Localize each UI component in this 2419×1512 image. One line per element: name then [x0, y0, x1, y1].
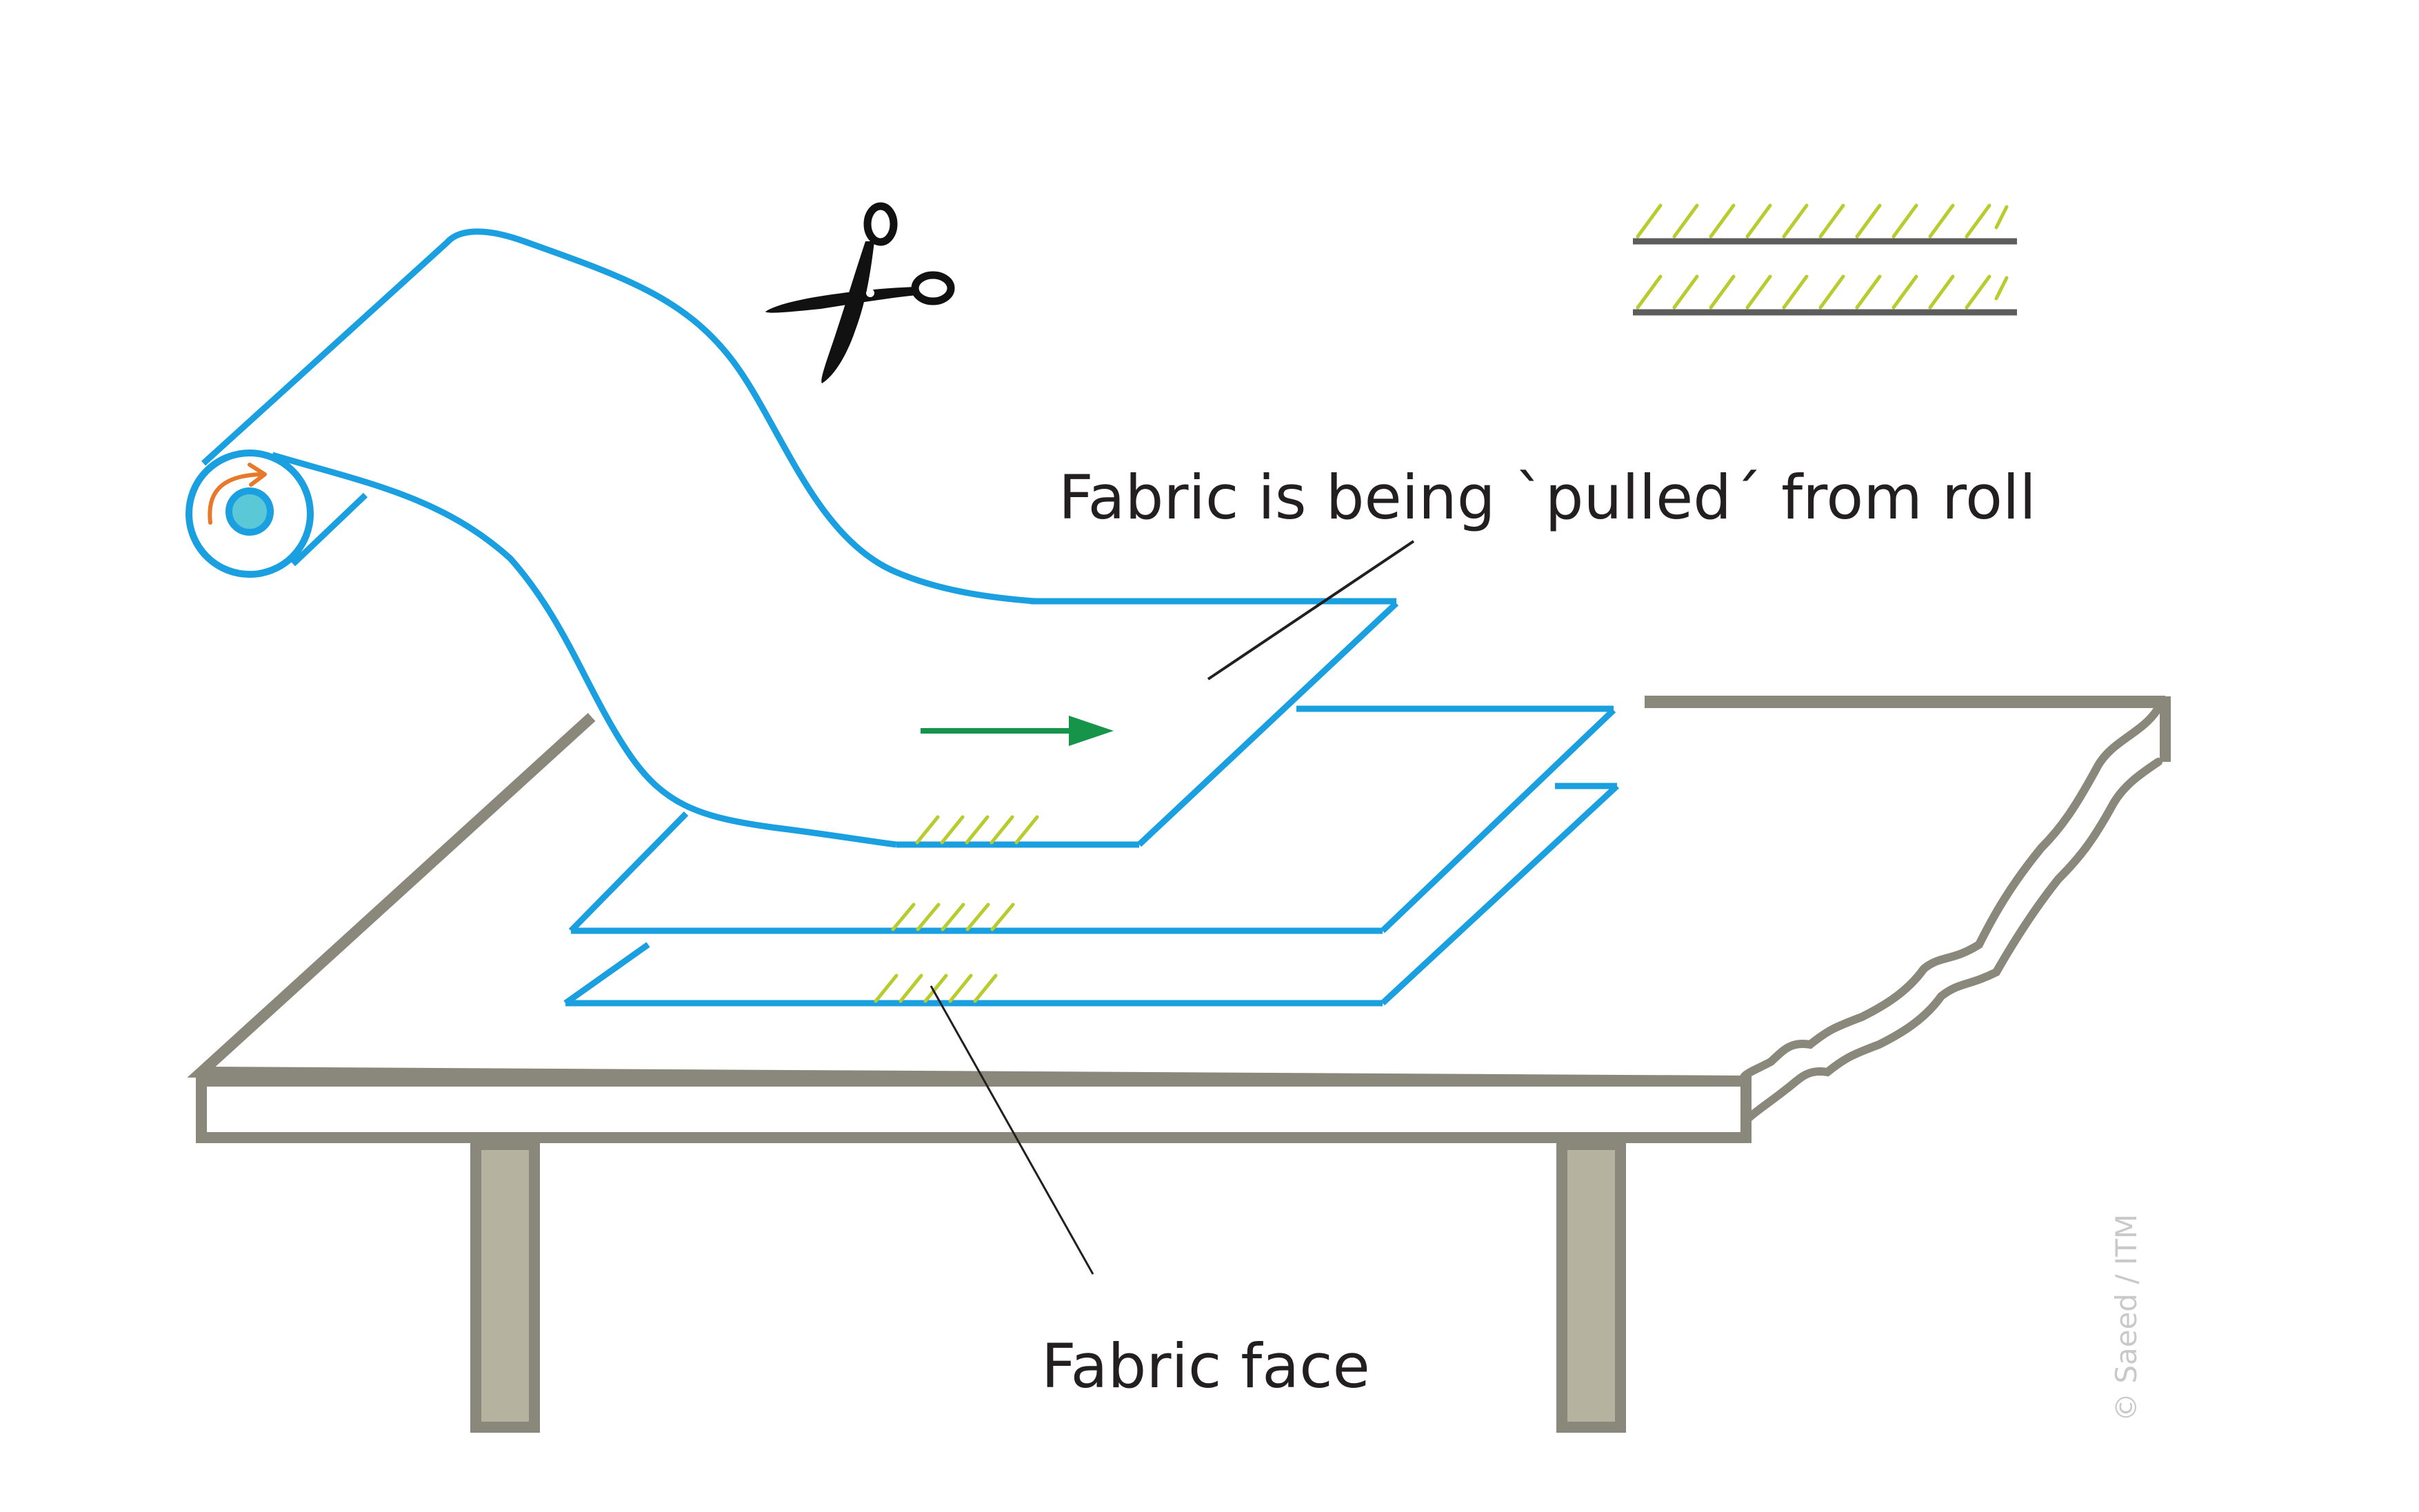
legend-layer-lower: [1633, 274, 2017, 316]
label-fabric-pulled: Fabric is being `pulled´ from roll: [1058, 462, 2036, 533]
copyright-notice: © Saeed / ITM: [2109, 1214, 2143, 1422]
face-hatch-layer-middle: [891, 903, 1015, 931]
fabric-roll-side: [290, 492, 368, 567]
table-torn-edge-outer: [1739, 706, 2161, 1087]
fabric-roll-sheet: [201, 228, 1035, 848]
fabric-roll: [185, 450, 314, 578]
rotate-clockwise-icon: [208, 463, 267, 525]
face-hatch-layer-top: [915, 815, 1039, 845]
leader-line-face: [930, 985, 1094, 1275]
fabric-layer-top: [896, 598, 1399, 848]
table-leg-left: [470, 1139, 540, 1433]
legend-layer-upper: [1633, 203, 2017, 245]
arrow-right-icon: [921, 716, 1114, 746]
face-orientation-legend: [1633, 203, 2017, 316]
fabric-layer-middle: [568, 705, 1616, 934]
table-torn-edge-inner: [1742, 758, 2162, 1125]
leader-line-pulled: [1207, 540, 1415, 681]
fabric-layer-bottom: [563, 783, 1620, 1007]
fabric-upper-edge: [201, 228, 1035, 605]
roll-core: [225, 487, 274, 536]
label-fabric-face: Fabric face: [1041, 1331, 1370, 1402]
table-top-left-edge: [187, 713, 1747, 1087]
table: [187, 696, 2171, 1433]
fabric-lower-edge: [271, 452, 897, 848]
table-front-edge: [196, 1076, 1751, 1143]
face-hatch-layer-bottom: [874, 974, 998, 1003]
table-leg-right: [1556, 1139, 1626, 1433]
scissors-icon: [765, 202, 955, 383]
fabric-layers: [563, 598, 1620, 1007]
